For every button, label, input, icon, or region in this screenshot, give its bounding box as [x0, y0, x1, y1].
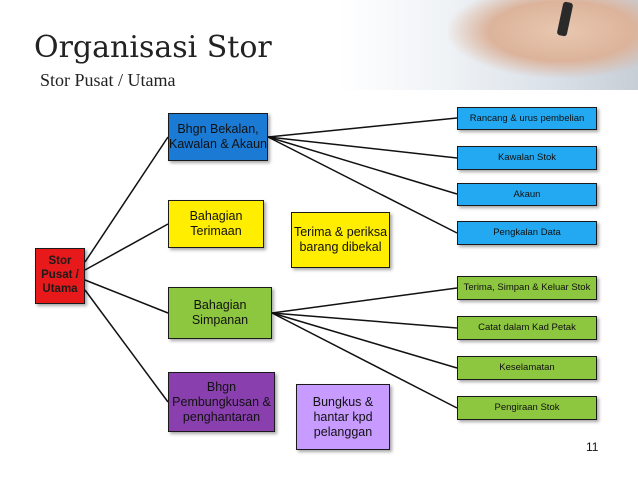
node-bahagian-simpanan: Bahagian Simpanan: [168, 287, 272, 339]
page-number: 11: [586, 440, 599, 454]
connector-bekalan-leaf3: [267, 136, 458, 195]
leaf-terima-simpan-keluar-stok: Terima, Simpan & Keluar Stok: [457, 276, 597, 300]
leaf-catat-kad-petak: Catat dalam Kad Petak: [457, 316, 597, 340]
slide-subtitle: Stor Pusat / Utama: [40, 70, 176, 90]
leaf-label: Kawalan Stok: [497, 152, 557, 164]
leaf-rancang-urus-pembelian: Rancang & urus pembelian: [457, 107, 597, 130]
node-bhgn-pembungkusan: Bhgn Pembungkusan & penghantaran: [168, 372, 275, 432]
leaf-label: Keselamatan: [499, 362, 555, 374]
connector-bekalan-leaf2: [267, 136, 458, 159]
leaf-pengiraan-stok: Pengiraan Stok: [457, 396, 597, 420]
leaf-label: Akaun: [513, 188, 541, 200]
connector-root-bekalan: [84, 136, 169, 263]
leaf-label: Rancang & urus pembelian: [469, 112, 585, 124]
leaf-pengkalan-data: Pengkalan Data: [457, 221, 597, 245]
leaf-label: Pengkalan Data: [493, 227, 561, 239]
leaf-label: Catat dalam Kad Petak: [478, 322, 576, 334]
connector-root-pembungkusan: [84, 289, 169, 403]
connector-simpanan-leaf8: [271, 312, 458, 409]
node-bahagian-terimaan: Bahagian Terimaan: [168, 200, 264, 248]
leaf-kawalan-stok: Kawalan Stok: [457, 146, 597, 170]
connector-simpanan-leaf7: [271, 312, 458, 369]
connector-simpanan-leaf5: [271, 287, 458, 314]
node-bungkus-hantar: Bungkus & hantar kpd pelanggan: [296, 384, 390, 450]
leaf-label: Terima, Simpan & Keluar Stok: [463, 282, 591, 294]
node-terima-periksa-label: Terima & periksa barang dibekal: [293, 225, 388, 254]
hand-illustration: [448, 0, 638, 78]
connector-bekalan-leaf1: [267, 117, 458, 138]
node-bhgn-bekalan: Bhgn Bekalan, Kawalan & Akaun: [168, 113, 268, 161]
leaf-akaun: Akaun: [457, 183, 597, 206]
connector-bekalan-leaf4: [267, 136, 458, 234]
node-terima-periksa: Terima & periksa barang dibekal: [291, 212, 390, 268]
connector-root-terimaan: [84, 223, 169, 271]
slide-title: Organisasi Stor: [34, 30, 272, 65]
leaf-label: Pengiraan Stok: [494, 402, 560, 414]
node-bungkus-hantar-label: Bungkus & hantar kpd pelanggan: [312, 394, 374, 439]
leaf-keselamatan: Keselamatan: [457, 356, 597, 380]
node-bhgn-pembungkusan-label: Bhgn Pembungkusan & penghantaran: [172, 379, 271, 424]
node-stor-pusat: Stor Pusat / Utama: [35, 248, 85, 304]
node-stor-pusat-label: Stor Pusat / Utama: [41, 255, 79, 295]
node-bhgn-bekalan-label: Bhgn Bekalan, Kawalan & Akaun: [169, 122, 267, 151]
connector-root-simpanan: [84, 279, 169, 314]
connector-simpanan-leaf6: [271, 312, 458, 329]
node-bahagian-simpanan-label: Bahagian Simpanan: [191, 298, 249, 327]
node-bahagian-terimaan-label: Bahagian Terimaan: [189, 209, 243, 238]
